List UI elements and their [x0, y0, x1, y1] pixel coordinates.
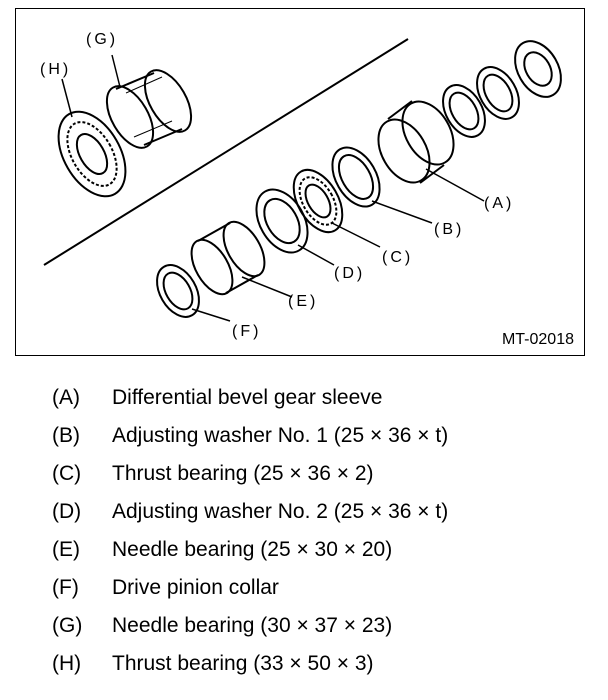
figure-code: MT-02018: [501, 331, 574, 348]
legend-text: Thrust bearing (25 × 36 × 2): [112, 462, 374, 485]
drive-pinion-collar-f: [156, 264, 200, 318]
needle-bearing-e: [190, 220, 266, 296]
thrust-bearing-h: [57, 110, 127, 198]
legend-text: Differential bevel gear sleeve: [112, 386, 383, 409]
parts-illustration: [43, 38, 562, 322]
exploded-parts-diagram: (G) (H) (A) (B) (C) (D) (E) (F) MT-02018: [15, 8, 585, 356]
needle-bearing-g: [105, 69, 193, 149]
adjusting-washer-d: [255, 188, 309, 254]
label-a: (A): [484, 195, 515, 212]
legend-letter: (A): [52, 386, 80, 409]
legend-letter: (G): [52, 614, 83, 637]
legend-letter: (F): [52, 576, 79, 599]
divider-line: [43, 38, 409, 266]
label-e: (E): [288, 293, 319, 310]
label-g: (G): [86, 31, 119, 48]
legend-text: Needle bearing (25 × 30 × 20): [112, 538, 393, 561]
label-f: (F): [232, 323, 262, 340]
legend-text: Adjusting washer No. 1 (25 × 36 × t): [112, 424, 449, 447]
legend-letter: (D): [52, 500, 82, 523]
legend-text: Needle bearing (30 × 37 × 23): [112, 614, 393, 637]
legend-letter: (C): [52, 462, 82, 485]
legend-letter: (B): [52, 424, 80, 447]
legend-text: Drive pinion collar: [112, 576, 279, 599]
legend-text: Thrust bearing (33 × 50 × 3): [112, 652, 374, 675]
label-d: (D): [334, 265, 366, 282]
label-b: (B): [434, 221, 465, 238]
sleeve-a: [377, 100, 455, 184]
label-c: (C): [382, 249, 414, 266]
adjusting-washer-b: [331, 146, 381, 208]
legend-letter: (E): [52, 538, 80, 561]
label-h: (H): [40, 61, 72, 78]
leader-lines: [61, 54, 485, 322]
legend-text: Adjusting washer No. 2 (25 × 36 × t): [112, 500, 449, 523]
legend-letter: (H): [52, 652, 82, 675]
